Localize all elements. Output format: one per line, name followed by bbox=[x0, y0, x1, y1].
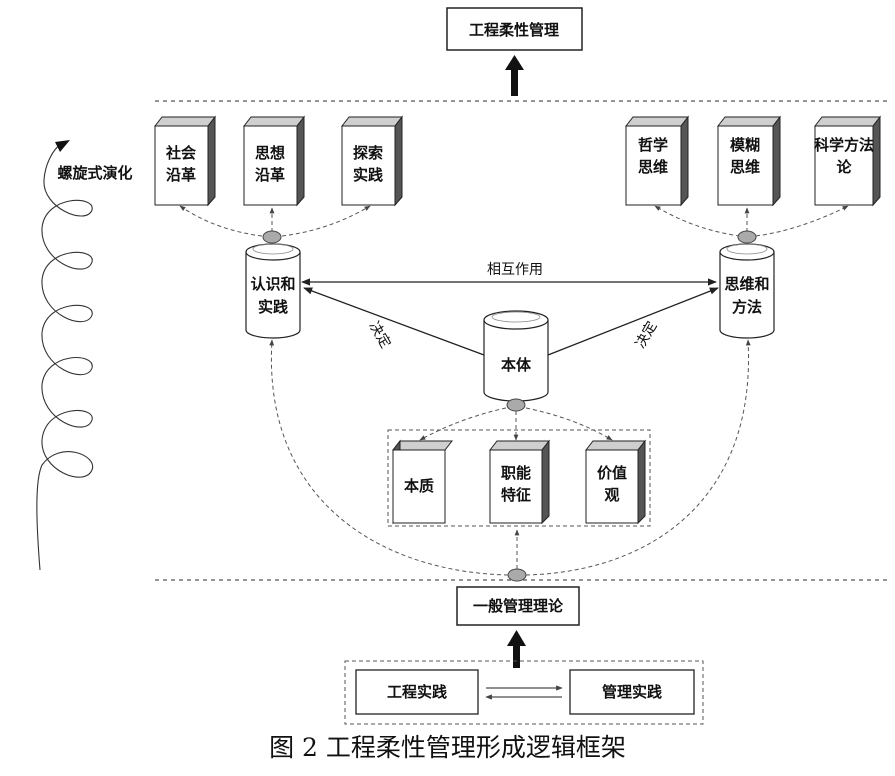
decide-right-arrow bbox=[547, 287, 719, 356]
left-dashed-arrows bbox=[179, 205, 371, 237]
book-thought: 思想沿革 bbox=[242, 115, 306, 207]
spiral-evolution bbox=[36, 140, 94, 571]
book-fuzzy: 模糊思维 bbox=[716, 115, 782, 207]
book-values: 价值观 bbox=[584, 439, 647, 525]
center-books: 本质 职能特征 价值观 bbox=[391, 439, 647, 525]
book-thought-label: 思想沿革 bbox=[255, 144, 285, 184]
engineering-practice-text: 工程实践 bbox=[387, 683, 447, 701]
decide-left-arrow bbox=[303, 287, 485, 356]
book-essence-label: 本质 bbox=[404, 477, 434, 495]
center-cylinder: 本体 bbox=[483, 310, 549, 402]
bottom-dashed-arrows bbox=[269, 339, 751, 576]
book-method-label: 科学方法论 bbox=[814, 136, 874, 176]
left-cylinder: 认识和实践 bbox=[245, 243, 301, 339]
decide-right-label: 决定 bbox=[633, 319, 661, 351]
book-explore: 探索实践 bbox=[340, 115, 404, 207]
book-values-label: 价值观 bbox=[597, 464, 627, 504]
bottom-hub bbox=[507, 568, 527, 582]
right-dashed-arrows bbox=[654, 205, 849, 237]
management-practice-text: 管理实践 bbox=[602, 683, 662, 701]
book-fuzzy-label: 模糊思维 bbox=[730, 136, 760, 176]
up-arrow-top bbox=[505, 55, 524, 96]
center-books-frame bbox=[387, 429, 651, 527]
left-cylinder-label: 认识和实践 bbox=[250, 275, 295, 316]
right-cylinder-label: 思维和方法 bbox=[724, 275, 769, 316]
book-social: 社会沿革 bbox=[153, 115, 217, 207]
left-hub bbox=[262, 230, 282, 244]
spiral-label: 螺旋式演化 bbox=[57, 164, 132, 182]
book-philosophy-label: 哲学思维 bbox=[638, 136, 668, 176]
management-practice-box: 管理实践 bbox=[569, 669, 695, 715]
general-theory-text: 一般管理理论 bbox=[473, 597, 564, 615]
engineering-practice-box: 工程实践 bbox=[355, 669, 479, 715]
figure-caption: 图 2 工程柔性管理形成逻辑框架 bbox=[269, 733, 626, 762]
practice-frame bbox=[344, 660, 704, 725]
center-dashed-arrows bbox=[419, 407, 613, 441]
general-theory-box: 一般管理理论 bbox=[456, 586, 580, 626]
decide-left-label: 决定 bbox=[366, 319, 394, 351]
book-function: 职能特征 bbox=[488, 439, 551, 525]
book-function-label: 职能特征 bbox=[501, 464, 531, 504]
left-books: 社会沿革 思想沿革 探索实践 bbox=[153, 115, 404, 207]
center-hub bbox=[506, 398, 526, 412]
right-books: 哲学思维 模糊思维 科学方法论 bbox=[624, 115, 882, 207]
center-cylinder-label: 本体 bbox=[501, 356, 532, 374]
book-social-label: 社会沿革 bbox=[165, 144, 196, 184]
top-title-text: 工程柔性管理 bbox=[469, 21, 559, 39]
book-method: 科学方法论 bbox=[813, 115, 882, 207]
up-arrow-bottom bbox=[507, 630, 526, 668]
right-hub bbox=[737, 230, 757, 244]
mutual-label: 相互作用 bbox=[487, 262, 543, 278]
right-cylinder: 思维和方法 bbox=[719, 243, 775, 339]
top-title-box: 工程柔性管理 bbox=[446, 7, 583, 51]
book-explore-label: 探索实践 bbox=[353, 144, 383, 184]
book-essence: 本质 bbox=[391, 439, 454, 525]
book-philosophy: 哲学思维 bbox=[624, 115, 690, 207]
